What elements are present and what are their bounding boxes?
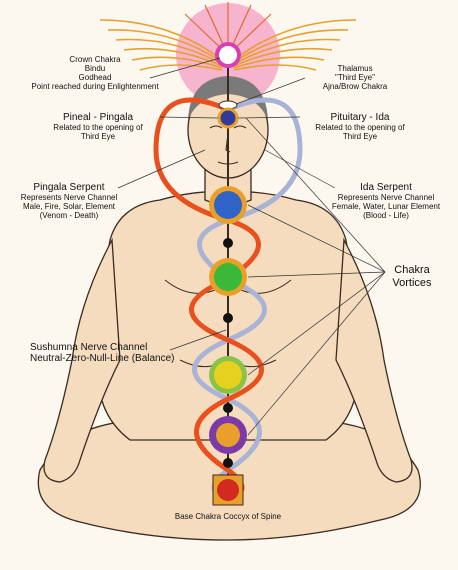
- crown-line-2: Bindu: [84, 64, 106, 73]
- ida-line-2: Represents Nerve Channel: [337, 193, 435, 202]
- crown-line-3: Godhead: [78, 73, 112, 82]
- sushumna-line-1: Sushumna Nerve Channel: [30, 342, 148, 353]
- throat-chakra: [209, 186, 247, 224]
- ida-channel: [192, 97, 303, 503]
- pineal-label: Pineal - Pingala Related to the opening …: [38, 112, 158, 141]
- pineal-line-3: Third Eye: [80, 132, 116, 141]
- right-wing: [233, 19, 357, 71]
- sushumna-label: Sushumna Nerve Channel Neutral-Zero-Null…: [30, 342, 180, 364]
- channel-node: [223, 403, 233, 413]
- pingala-line-4: (Venom - Death): [39, 211, 99, 220]
- thalamus-label: Thalamus "Third Eye" Ajna/Brow Chakra: [300, 64, 410, 91]
- thalamus-line-1: Thalamus: [337, 64, 373, 73]
- pituitary-line-2: Related to the opening of: [315, 123, 405, 132]
- pineal-line-1: Pineal - Pingala: [62, 112, 134, 123]
- pituitary-label: Pituitary - Ida Related to the opening o…: [300, 112, 420, 141]
- ida-line-3: Female, Water, Lunar Element: [331, 202, 441, 211]
- base-chakra-label: Base Chakra Coccyx of Spine: [160, 512, 296, 521]
- pituitary-line-1: Pituitary - Ida: [330, 112, 390, 123]
- pingala-line-1: Pingala Serpent: [33, 182, 105, 193]
- heart-chakra: [209, 258, 247, 296]
- thalamus-line-3: Ajna/Brow Chakra: [322, 82, 388, 91]
- pingala-channel: [153, 97, 264, 503]
- pituitary-line-3: Third Eye: [342, 132, 378, 141]
- left-wing: [99, 19, 223, 71]
- ajna-chakra: [217, 107, 239, 129]
- pingala-line-2: Represents Nerve Channel: [20, 193, 118, 202]
- crown-chakra-label: Crown Chakra Bindu Godhead Point reached…: [20, 55, 170, 91]
- solar-plexus-chakra: [209, 356, 247, 394]
- base-line-1: Base Chakra Coccyx of Spine: [174, 512, 282, 521]
- channel-node: [223, 313, 233, 323]
- crown-line-1: Crown Chakra: [69, 55, 121, 64]
- base-chakra: [212, 474, 244, 506]
- ida-serpent-label: Ida Serpent Represents Nerve Channel Fem…: [318, 182, 454, 220]
- chakra-vortices-label: Chakra Vortices: [382, 264, 442, 290]
- hair: [188, 76, 268, 120]
- crown-chakra: [215, 42, 241, 68]
- pingala-serpent-label: Pingala Serpent Represents Nerve Channel…: [4, 182, 134, 220]
- vortices-line-2: Vortices: [392, 277, 432, 289]
- leader-lines: [117, 57, 386, 436]
- crown-rays: [184, 2, 272, 56]
- channel-node: [223, 458, 233, 468]
- pineal-line-2: Related to the opening of: [53, 123, 143, 132]
- sushumna-line-2: Neutral-Zero-Null-Line (Balance): [30, 353, 175, 364]
- ida-line-4: (Blood - Life): [363, 211, 409, 220]
- thalamus-line-2: "Third Eye": [335, 73, 375, 82]
- crown-line-4: Point reached during Enlightenment: [31, 82, 159, 91]
- pingala-line-3: Male, Fire, Solar, Element: [22, 202, 116, 211]
- ida-line-1: Ida Serpent: [360, 182, 412, 193]
- channel-node: [223, 238, 233, 248]
- vortices-line-1: Chakra: [394, 264, 430, 276]
- sacral-chakra: [209, 416, 247, 454]
